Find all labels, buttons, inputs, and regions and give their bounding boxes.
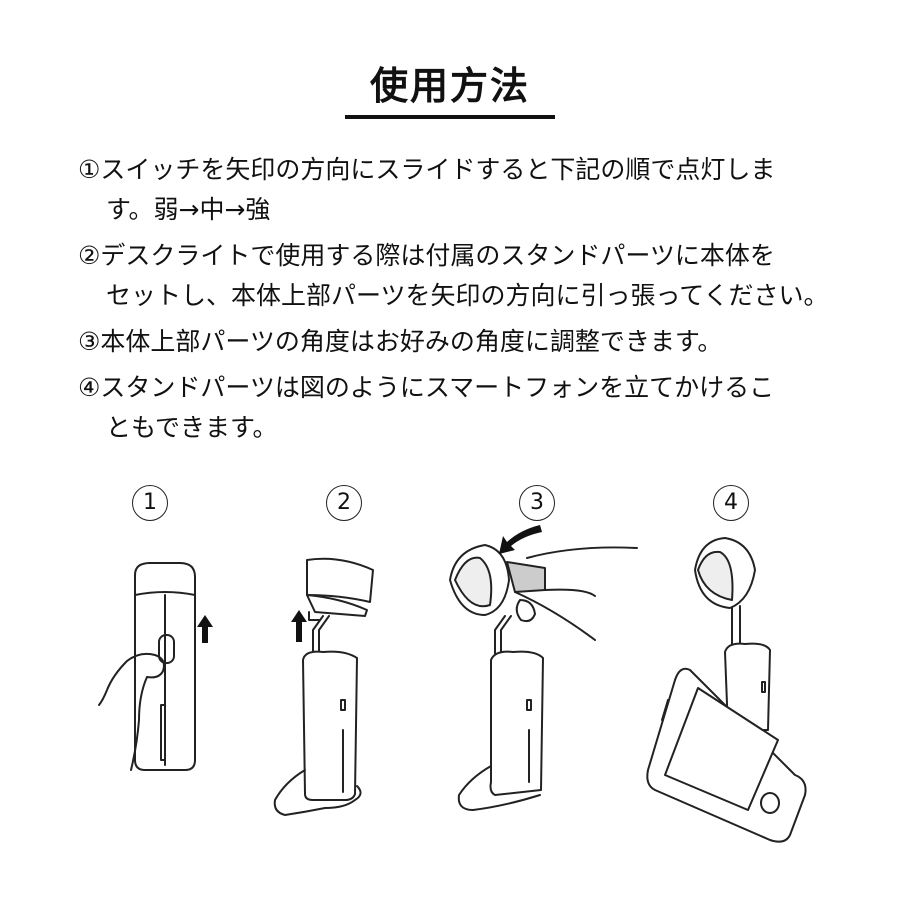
figure-number-2: 2 xyxy=(326,485,362,521)
step-text: セットし、本体上部パーツを矢印の方向に引っ張ってください。 xyxy=(106,281,829,310)
instruction-step-3: ③本体上部パーツの角度はお好みの角度に調整できます。 xyxy=(78,322,838,362)
instruction-step-1: ①スイッチを矢印の方向にスライドすると下記の順で点灯しま す。弱→中→強 xyxy=(78,150,838,230)
figure-number-1: 1 xyxy=(132,485,168,521)
step-text: ①スイッチを矢印の方向にスライドすると下記の順で点灯しま xyxy=(78,155,776,184)
step-text: す。弱→中→強 xyxy=(106,195,271,224)
instruction-list: ①スイッチを矢印の方向にスライドすると下記の順で点灯しま す。弱→中→強 ②デス… xyxy=(78,150,838,454)
figure-number-3: 3 xyxy=(519,485,555,521)
stand-pull-up-illustration-icon xyxy=(273,557,374,816)
step-text: ④スタンドパーツは図のようにスマートフォンを立てかけるこ xyxy=(78,373,775,402)
instruction-step-2: ②デスクライトで使用する際は付属のスタンドパーツに本体を セットし、本体上部パー… xyxy=(78,236,838,316)
smartphone-stand-illustration-icon xyxy=(646,537,807,843)
title-underline xyxy=(345,115,555,119)
step-text: ③本体上部パーツの角度はお好みの角度に調整できます。 xyxy=(78,327,723,356)
light-switch-slide-illustration-icon xyxy=(98,562,213,771)
figure-number-4: 4 xyxy=(713,485,749,521)
instruction-step-4: ④スタンドパーツは図のようにスマートフォンを立てかけるこ ともできます。 xyxy=(78,368,838,448)
page-title: 使用方法 xyxy=(369,64,530,108)
step-text: ②デスクライトで使用する際は付属のスタンドパーツに本体を xyxy=(78,241,775,270)
head-angle-adjust-illustration-icon xyxy=(449,525,638,811)
step-text: ともできます。 xyxy=(106,413,278,442)
